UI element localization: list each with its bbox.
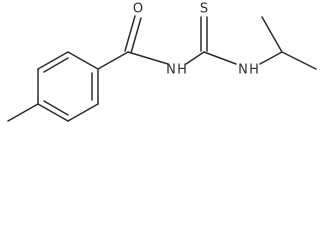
ring-bond [67, 103, 99, 122]
sulfur-label: S [200, 2, 208, 17]
amine-nitrogen-label: N [238, 63, 248, 78]
carbonyl-double-bond [124, 15, 136, 52]
oxygen-label: O [133, 2, 143, 17]
ring-double-bond [43, 100, 69, 116]
methyl-bond [7, 103, 39, 122]
benzene-ring [37, 51, 99, 122]
ring-double-bond [43, 57, 69, 73]
amide-hydrogen-label: H [177, 63, 187, 78]
nitrogen-isopropyl-bond [259, 51, 283, 65]
isopropyl-methyl-bond [281, 51, 317, 70]
amine-hydrogen-label: H [249, 63, 259, 78]
ring-bond [67, 51, 99, 70]
thiocarbonyl-nitrogen-bond [203, 51, 237, 65]
ring-bond [37, 103, 69, 122]
carbonyl-double-bond [130, 17, 142, 54]
ring-bond [37, 51, 69, 70]
amide-nitrogen-label: N [166, 63, 176, 78]
carbonyl-nitrogen-bond [127, 51, 169, 65]
isopropyl-methyl-bond [261, 16, 283, 53]
ring-carbonyl-bond [97, 51, 129, 70]
molecule-diagram: O S N H N H [7, 2, 317, 122]
nitrogen-thiocarbonyl-bond [185, 51, 205, 65]
